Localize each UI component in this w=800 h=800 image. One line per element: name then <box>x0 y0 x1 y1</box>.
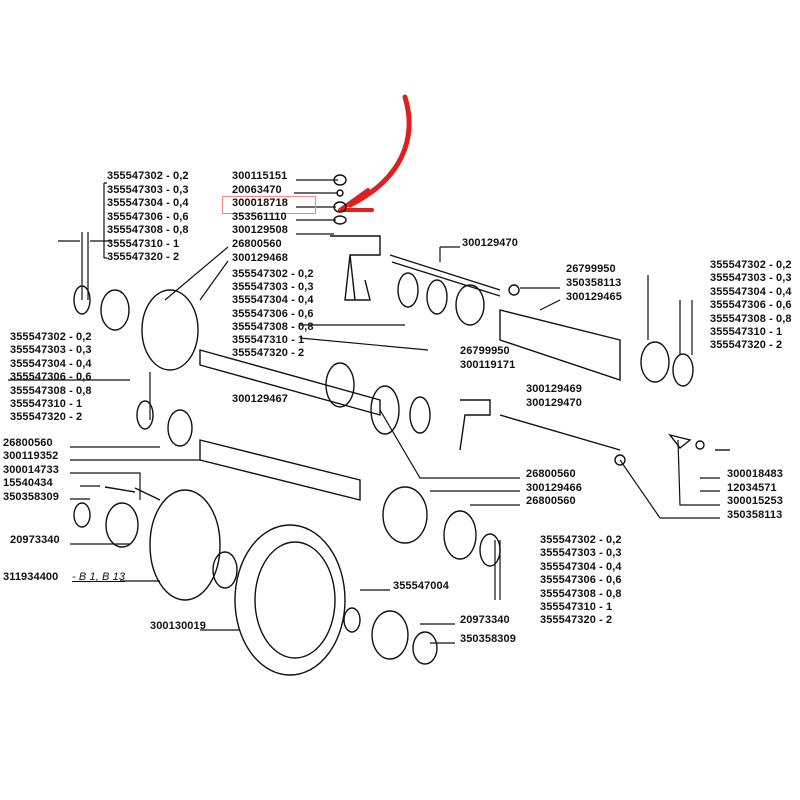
part-label-shims-center: 355547320 - 2 <box>232 347 305 359</box>
part-label-shims-left-mid: 355547310 - 1 <box>10 398 83 410</box>
part-label-left-lower: 26800560 <box>3 437 53 449</box>
part-label-shims-bottom-right: 355547308 - 0,8 <box>540 588 622 600</box>
part-label-diff-case: 311934400 <box>3 571 59 583</box>
part-label-shims-right: 355547303 - 0,3 <box>710 272 792 284</box>
part-label-center-column: 353561110 <box>232 211 287 223</box>
part-label-left-lower: 15540434 <box>3 477 53 489</box>
part-label-shims-left-mid: 355547302 - 0,2 <box>10 331 92 343</box>
part-label-shims-top-left: 355547304 - 0,4 <box>107 197 189 209</box>
part-label-shims-top-left: 355547302 - 0,2 <box>107 170 189 182</box>
part-label-shims-center: 355547310 - 1 <box>232 334 305 346</box>
part-label-shims-right: 355547310 - 1 <box>710 326 783 338</box>
part-label-center-lower: 26800560 <box>526 495 576 507</box>
part-label-shims-center: 355547303 - 0,3 <box>232 281 314 293</box>
part-label-shims-top-left: 355547303 - 0,3 <box>107 184 189 196</box>
part-label-shims-left-mid: 355547320 - 2 <box>10 411 83 423</box>
part-label-shims-center: 355547302 - 0,2 <box>232 268 314 280</box>
part-label-shims-top-left: 355547306 - 0,6 <box>107 211 189 223</box>
part-label-center-column: 300129468 <box>232 252 288 264</box>
part-label-shims-center: 355547304 - 0,4 <box>232 294 314 306</box>
leader-lines <box>8 179 720 644</box>
part-label-left-lower: 300014733 <box>3 464 59 476</box>
part-label-shaft-mid: 300129467 <box>232 393 288 405</box>
part-label-right-lower: 300015253 <box>727 495 783 507</box>
highlight-box <box>222 196 316 214</box>
part-label-right-top: 300129465 <box>566 291 622 303</box>
part-label-shims-center: 355547308 - 0,8 <box>232 321 314 333</box>
part-label-mid-pair: 300119171 <box>460 359 516 371</box>
part-label-center-column: 300018718 <box>232 197 288 209</box>
part-label-shims-top-left: 355547320 - 2 <box>107 251 180 263</box>
part-label-shims-top-left: 355547310 - 1 <box>107 238 180 250</box>
part-label-right-lower: 300018483 <box>727 468 783 480</box>
part-label-center-column: 300115151 <box>232 170 288 182</box>
part-label-shims-right: 355547320 - 2 <box>710 339 783 351</box>
part-label-ring-gear: 300130019 <box>150 620 206 632</box>
red-arrow-icon <box>347 94 412 208</box>
part-label-shims-left-mid: 355547308 - 0,8 <box>10 385 92 397</box>
part-label-shims-top-left: 355547308 - 0,8 <box>107 224 189 236</box>
part-label-shims-left-mid: 355547306 - 0,6 <box>10 371 92 383</box>
part-label-shims-right: 355547308 - 0,8 <box>710 313 792 325</box>
part-label-fork-pair: 300129470 <box>526 397 582 409</box>
part-label-shims-bottom-right: 355547304 - 0,4 <box>540 561 622 573</box>
part-label-shims-bottom-right: 355547310 - 1 <box>540 601 613 613</box>
part-label-shims-bottom-right: 355547303 - 0,3 <box>540 547 622 559</box>
part-label-shaft-top: 300129470 <box>462 237 518 249</box>
part-label-center-lower: 300129466 <box>526 482 582 494</box>
part-label-bearing-left: 20973340 <box>10 534 60 546</box>
part-label-shims-bottom-right: 355547320 - 2 <box>540 614 613 626</box>
part-label-center-column: 300129508 <box>232 224 288 236</box>
parts <box>73 174 730 676</box>
part-label-shims-center: 355547306 - 0,6 <box>232 308 314 320</box>
part-label-shim-single: 355547004 <box>393 580 449 592</box>
part-label-shims-right: 355547306 - 0,6 <box>710 299 792 311</box>
part-label-bottom-pair: 20973340 <box>460 614 510 626</box>
part-label-right-top: 26799950 <box>566 263 616 275</box>
part-label-shims-right: 355547304 - 0,4 <box>710 286 792 298</box>
diff-case-reference: - B 1, B 13 <box>72 571 126 583</box>
part-label-left-lower: 300119352 <box>3 450 59 462</box>
part-label-center-lower: 26800560 <box>526 468 576 480</box>
part-label-center-column: 26800560 <box>232 238 282 250</box>
part-label-right-top: 350358113 <box>566 277 622 289</box>
part-label-shims-left-mid: 355547304 - 0,4 <box>10 358 92 370</box>
red-arrowhead-icon <box>338 188 374 212</box>
part-label-shims-bottom-right: 355547302 - 0,2 <box>540 534 622 546</box>
part-label-shims-bottom-right: 355547306 - 0,6 <box>540 574 622 586</box>
part-label-fork-pair: 300129469 <box>526 383 582 395</box>
part-label-right-lower: 350358113 <box>727 509 783 521</box>
part-label-shims-right: 355547302 - 0,2 <box>710 259 792 271</box>
part-label-left-lower: 350358309 <box>3 491 59 503</box>
part-label-mid-pair: 26799950 <box>460 345 510 357</box>
part-label-shims-left-mid: 355547303 - 0,3 <box>10 344 92 356</box>
part-label-bottom-pair: 350358309 <box>460 633 516 645</box>
part-label-center-column: 20063470 <box>232 184 282 196</box>
part-label-right-lower: 12034571 <box>727 482 777 494</box>
